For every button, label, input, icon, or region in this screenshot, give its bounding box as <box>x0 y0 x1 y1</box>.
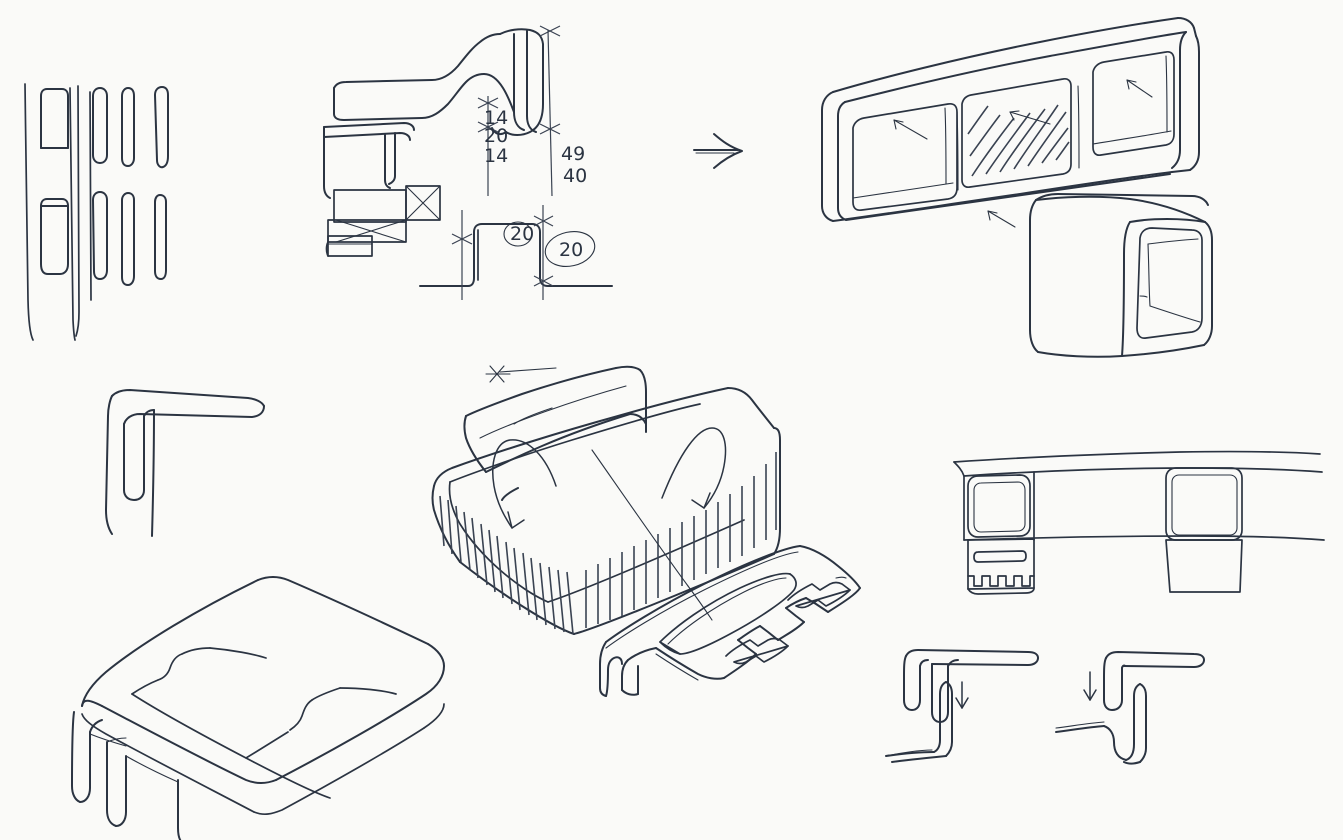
pointer-arrow-bay-left <box>893 119 928 140</box>
sketch-wall-mounted-cabinet <box>821 17 1200 228</box>
sketch-corner-bracket-hook-detail <box>105 389 265 537</box>
circled-20-large-text: 20 <box>559 239 583 261</box>
sketch-perforated-panel-with-notches <box>599 545 861 697</box>
dimension-40: 40 <box>563 165 587 187</box>
insertion-arrow-left <box>955 681 969 709</box>
circled-20-small-text: 20 <box>510 223 534 245</box>
dimension-14-top: 14 <box>484 107 508 129</box>
insertion-arrow-right <box>1083 671 1097 701</box>
dimension-14-bottom: 14 <box>484 145 508 167</box>
circled-dimension-20-large: 20 <box>544 231 596 267</box>
dimension-20: 20 <box>484 125 508 147</box>
sketch-open-cube-module <box>1029 193 1213 358</box>
sketch-joint-detail-double-tongue <box>885 649 1039 763</box>
sketch-cabinet-front-elevation <box>953 450 1325 595</box>
fold-arrow-right <box>661 427 727 509</box>
sketch-vertical-slot-handle-studies <box>24 83 169 341</box>
pointer-arrow-cube <box>987 210 1016 228</box>
circled-dimension-20-small: 20 <box>503 221 534 247</box>
dimension-49: 49 <box>561 143 585 165</box>
flow-arrow-right-icon <box>693 133 743 169</box>
pointer-arrow-bay-middle <box>1009 110 1051 125</box>
sketch-daybed-platform <box>71 576 445 840</box>
fold-arrow-left <box>492 439 557 529</box>
sketch-joint-detail-single-tongue <box>1055 651 1205 765</box>
star-mark <box>485 365 557 383</box>
pointer-arrow-bay-right <box>1126 79 1153 98</box>
sketch-section-assembly-with-dimensions: 14 20 14 49 40 20 20 <box>323 25 613 300</box>
sketch-mattress-tray-with-fold-arrows <box>431 365 781 635</box>
